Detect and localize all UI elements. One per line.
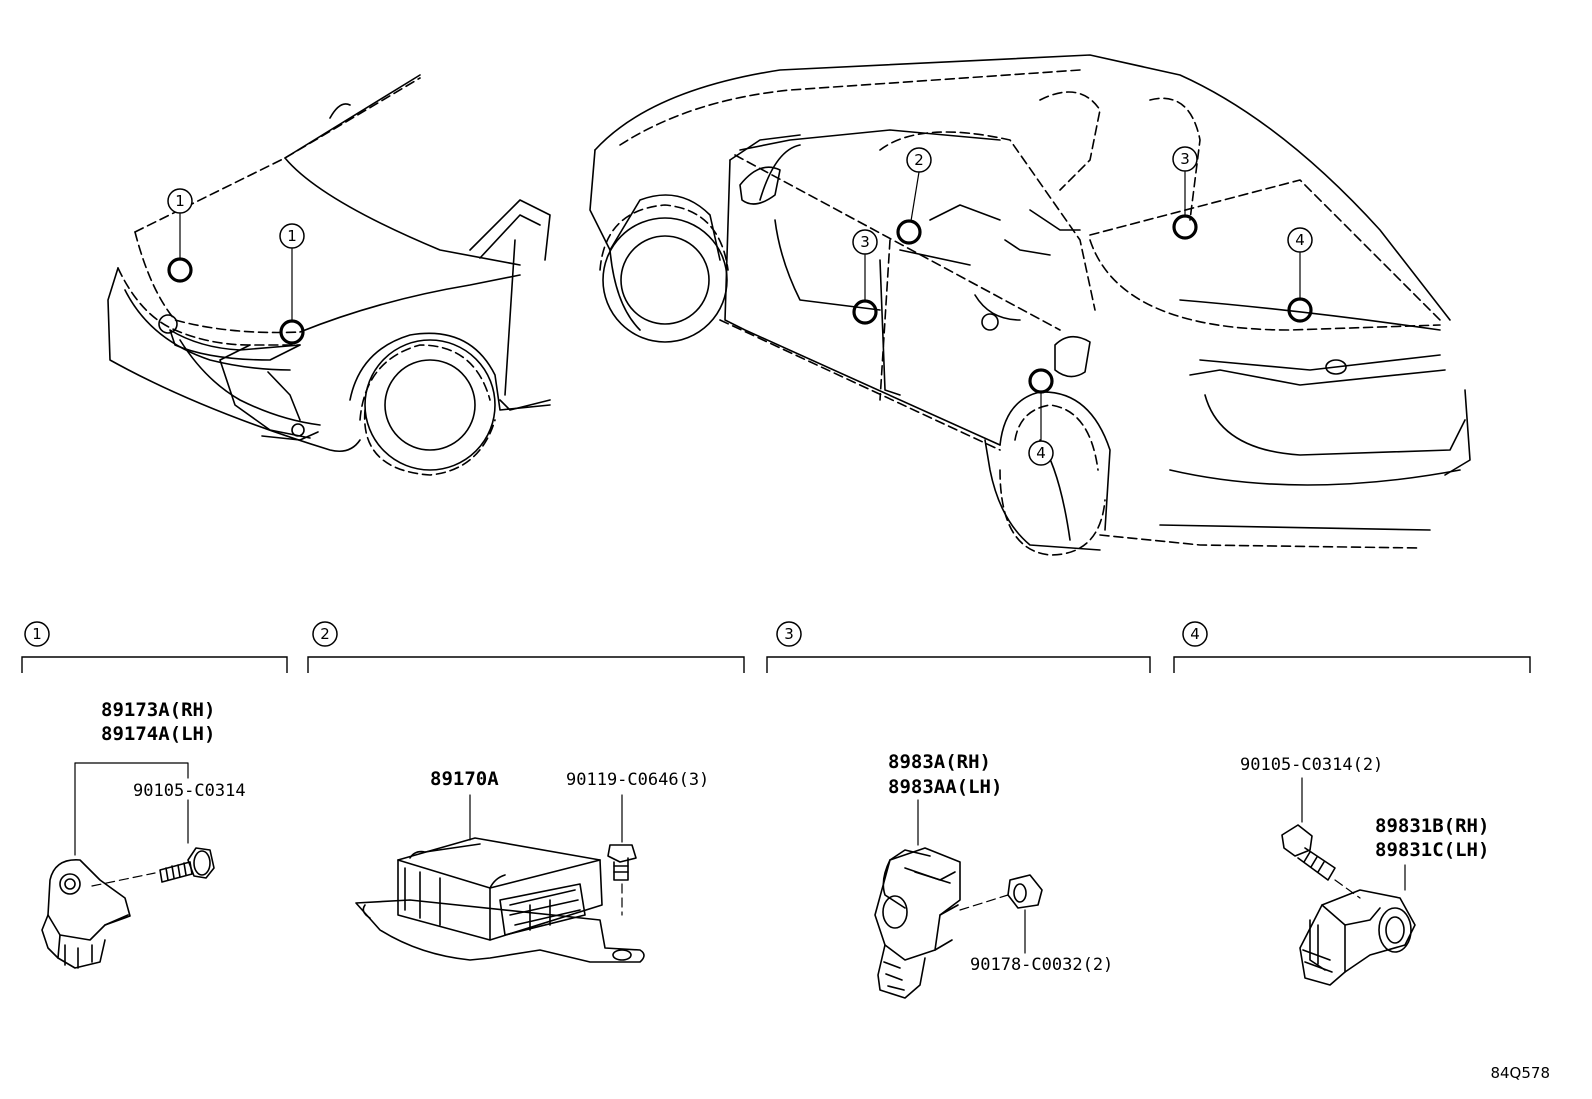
side-impact-sensor-icon (874, 847, 961, 999)
section-3-number: 3 (776, 621, 802, 647)
marker-3-front-door (852, 299, 878, 325)
callout-leaders (179, 171, 1301, 441)
fastener-90178-C0032: 90178-C0032(2) (970, 955, 1113, 975)
nut-icon (959, 874, 1043, 911)
callout-1-a: 1 (167, 188, 193, 214)
section-2-number: 2 (312, 621, 338, 647)
location-markers (167, 214, 1313, 394)
part-8983AA: 8983AA(LH) (888, 776, 1002, 798)
section-1-number: 1 (24, 621, 50, 647)
section-2-bracket (307, 656, 745, 673)
fastener-90105-C0314: 90105-C0314 (133, 781, 246, 801)
rear-bolt-icon (1281, 824, 1361, 899)
section-3-bracket (766, 656, 1151, 673)
svg-text:1: 1 (32, 625, 42, 643)
svg-text:1: 1 (287, 227, 297, 245)
rear-impact-sensor-icon (1299, 889, 1416, 986)
svg-text:3: 3 (1180, 150, 1190, 168)
front-impact-sensor-icon (41, 859, 131, 969)
part-89170A: 89170A (430, 768, 499, 790)
svg-text:4: 4 (1036, 444, 1046, 462)
bolt-icon (91, 847, 215, 887)
front-car-illustration (107, 74, 551, 476)
marker-4-rear (1287, 297, 1313, 323)
rear-car-illustration (589, 54, 1471, 556)
part-89831C: 89831C(LH) (1375, 839, 1489, 861)
section-4-number: 4 (1182, 621, 1208, 647)
svg-text:4: 4 (1190, 625, 1200, 643)
marker-4-side (1028, 368, 1054, 394)
svg-text:1: 1 (175, 192, 185, 210)
callout-1-b: 1 (279, 223, 305, 249)
diagram-code: 84Q578 (1490, 1064, 1550, 1082)
section-4-bracket (1173, 656, 1531, 673)
section-4-parts: 90105-C0314(2) 89831B(RH) 89831C(LH) (1240, 755, 1489, 986)
section-1-bracket (21, 656, 288, 673)
svg-text:3: 3 (784, 625, 794, 643)
svg-text:3: 3 (860, 233, 870, 251)
section-numbers: 1 2 3 4 (24, 621, 1208, 647)
callout-labels: 1 1 2 3 3 4 4 (167, 146, 1313, 466)
part-89173A: 89173A(RH) (101, 699, 215, 721)
callout-3-b: 3 (1172, 146, 1198, 172)
airbag-ecu-icon (355, 837, 645, 963)
callout-2: 2 (906, 147, 932, 173)
svg-text:2: 2 (914, 151, 924, 169)
section-1-parts: 89173A(RH) 89174A(LH) 90105-C0314 (41, 699, 246, 969)
part-8983A: 8983A(RH) (888, 751, 991, 773)
marker-2 (896, 219, 922, 245)
svg-text:4: 4 (1295, 231, 1305, 249)
marker-1-left (167, 257, 193, 283)
callout-4-b: 4 (1028, 440, 1054, 466)
ecu-bolt-icon (607, 844, 637, 916)
callout-4-a: 4 (1287, 227, 1313, 253)
marker-3-rear (1172, 214, 1198, 240)
fastener-90119-C0646: 90119-C0646(3) (566, 770, 709, 790)
fastener-90105-C0314-qty2: 90105-C0314(2) (1240, 755, 1383, 775)
part-89831B: 89831B(RH) (1375, 815, 1489, 837)
section-brackets (21, 656, 1531, 673)
section-3-parts: 8983A(RH) 8983AA(LH) 90178-C0032(2) (874, 751, 1113, 999)
callout-3-a: 3 (852, 229, 878, 255)
svg-text:2: 2 (320, 625, 330, 643)
part-89174A: 89174A(LH) (101, 723, 215, 745)
section-2-parts: 89170A 90119-C0646(3) (355, 768, 709, 963)
